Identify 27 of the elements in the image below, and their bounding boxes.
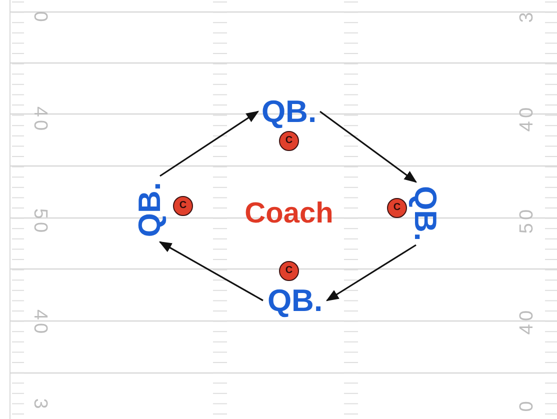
marker-letter: C — [285, 266, 293, 276]
arrow — [326, 244, 416, 302]
marker-letter: C — [393, 203, 401, 213]
player-label: QB. — [267, 285, 323, 316]
arrow — [160, 110, 260, 177]
coach-marker — [279, 261, 299, 281]
coach-marker — [387, 198, 407, 218]
yard-number: 3 — [518, 9, 536, 23]
arrow — [320, 110, 418, 183]
yard-number: 50 — [30, 208, 50, 236]
yard-number: 0 — [518, 398, 536, 412]
marker-letter: C — [179, 201, 187, 211]
player-label: QB. — [134, 181, 166, 237]
yard-number: 3 — [30, 398, 50, 412]
marker-letter: C — [285, 136, 293, 146]
arrow — [158, 241, 264, 302]
yard-number: 0 — [30, 11, 50, 25]
player-label: QB. — [261, 96, 317, 127]
yard-number: 40 — [30, 106, 50, 134]
yard-number: 40 — [30, 309, 50, 337]
coach-marker — [279, 131, 299, 151]
yard-number: 40 — [518, 307, 536, 335]
player-label: QB. — [410, 186, 442, 242]
coach-marker — [173, 196, 193, 216]
yard-number: 40 — [518, 104, 536, 132]
coach-label: Coach — [244, 200, 334, 228]
yard-number: 50 — [518, 206, 536, 234]
